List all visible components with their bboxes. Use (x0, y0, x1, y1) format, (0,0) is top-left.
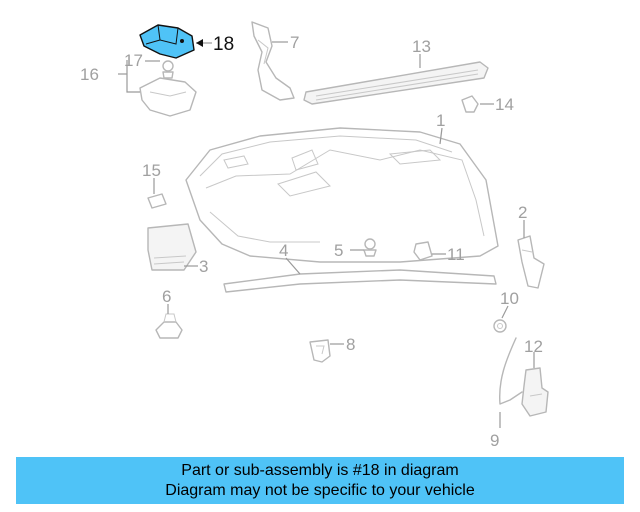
part-16-hinge-assembly[interactable] (139, 60, 197, 117)
arrow-18 (196, 39, 203, 47)
part-3-bumper-pad[interactable] (147, 223, 197, 271)
part-13-molding[interactable] (303, 61, 489, 105)
part-7-hinge[interactable] (251, 21, 295, 101)
part-2-striker[interactable] (517, 235, 545, 289)
part-9-release-cable[interactable] (498, 337, 523, 405)
callout-5[interactable]: 5 (334, 241, 343, 260)
parts-diagram: 18 16 17 7 13 14 1 (80, 21, 549, 450)
banner-line-1: Part or sub-assembly is #18 in diagram (181, 461, 459, 479)
part-12-latch[interactable] (521, 367, 549, 417)
callout-14[interactable]: 14 (495, 95, 514, 114)
part-6-bumper[interactable] (155, 313, 183, 339)
part-4-weatherstrip[interactable] (223, 269, 497, 293)
leader-1 (439, 127, 443, 145)
part-10-grommet[interactable] (493, 319, 507, 333)
leader-16 (126, 60, 140, 93)
callout-11[interactable]: 11 (447, 245, 465, 264)
callout-10[interactable]: 10 (500, 289, 519, 308)
part-8-bracket[interactable] (309, 339, 331, 363)
leader-10 (501, 305, 509, 319)
callout-12[interactable]: 12 (524, 337, 543, 356)
callout-3[interactable]: 3 (199, 257, 208, 276)
callout-6[interactable]: 6 (162, 287, 171, 306)
callout-2[interactable]: 2 (518, 203, 527, 222)
callout-8[interactable]: 8 (346, 335, 355, 354)
part-5-grommet[interactable] (363, 238, 377, 257)
callout-18[interactable]: 18 (213, 34, 234, 55)
part-18-bracket[interactable] (139, 24, 195, 59)
callout-16[interactable]: 16 (80, 65, 99, 84)
callout-9[interactable]: 9 (490, 431, 499, 450)
leader-4 (285, 257, 301, 275)
part-1-trunk-lid[interactable] (185, 127, 499, 263)
part-11-bumper[interactable] (413, 241, 433, 261)
callout-4[interactable]: 4 (279, 241, 288, 260)
callout-1[interactable]: 1 (436, 111, 445, 130)
banner-line-2: Diagram may not be specific to your vehi… (165, 481, 475, 499)
callout-13[interactable]: 13 (412, 37, 431, 56)
callout-7[interactable]: 7 (290, 33, 299, 52)
info-banner: Part or sub-assembly is #18 in diagram D… (16, 457, 624, 504)
callout-17[interactable]: 17 (124, 51, 143, 70)
part-15-pad[interactable] (147, 193, 167, 209)
callout-15[interactable]: 15 (142, 161, 161, 180)
part-14-clip[interactable] (461, 95, 479, 113)
